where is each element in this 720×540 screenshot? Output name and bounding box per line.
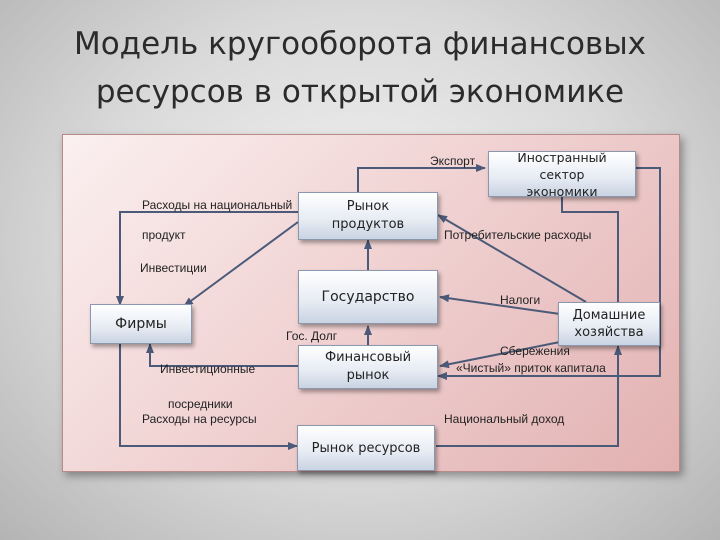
export-arrow xyxy=(357,164,486,193)
resource-spending-arrow xyxy=(119,344,298,450)
resource-market-label: Рынок ресурсов xyxy=(311,440,421,456)
national-spending-arrow xyxy=(116,211,298,306)
resource-market-box: Рынок ресурсов xyxy=(297,425,435,471)
net-capital-inflow-label: «Чистый» приток капитала xyxy=(456,361,606,375)
firms-box: Фирмы xyxy=(90,304,192,344)
public-debt-label: Гос. Долг xyxy=(286,329,338,343)
foreign-to-consumer-line xyxy=(561,196,619,305)
product-market-box: Рынок продуктов xyxy=(298,192,438,240)
investments-label: Инвестиции xyxy=(140,261,207,275)
savings-label: Сбережения xyxy=(500,344,570,358)
national-spending-label-1: Расходы на национальный xyxy=(142,198,293,212)
title-line-1: Модель кругооборота финансовых xyxy=(73,26,647,62)
national-income-arrow xyxy=(436,345,622,447)
investment-intermediaries-label-2: посредники xyxy=(168,397,233,411)
foreign-loop-line xyxy=(622,167,661,377)
households-box: Домашние хозяйства xyxy=(558,302,660,346)
export-label: Экспорт xyxy=(430,154,476,168)
investment-arrow xyxy=(183,221,299,307)
resource-spending-label: Расходы на ресурсы xyxy=(142,412,257,426)
firms-label: Фирмы xyxy=(115,316,167,332)
financial-market-label: Финансовый рынок xyxy=(324,350,412,383)
government-label: Государство xyxy=(321,289,415,305)
government-box: Государство xyxy=(298,270,438,324)
consumer-spending-label: Потребительские расходы xyxy=(444,228,592,242)
consumer-spending-arrow xyxy=(437,214,587,303)
product-market-label: Рынок продуктов xyxy=(331,199,405,232)
national-spending-label-2: продукт xyxy=(142,228,186,242)
foreign-sector-box: Иностранный сектор экономики xyxy=(488,149,636,199)
title-line-2: ресурсов в открытой экономике xyxy=(95,74,625,110)
savings-arrow xyxy=(439,339,571,369)
foreign-sector-label: Иностранный сектор экономики xyxy=(517,149,607,199)
taxes-label: Налоги xyxy=(500,293,541,307)
investment-intermediaries-label-1: Инвестиционные xyxy=(160,362,256,376)
national-income-label: Национальный доход xyxy=(444,412,565,426)
households-label: Домашние хозяйства xyxy=(572,308,646,340)
taxes-arrow xyxy=(439,294,561,315)
intermediaries-arrow xyxy=(146,343,298,367)
financial-market-box: Финансовый рынок xyxy=(298,345,438,389)
slide-title: Модель кругооборота финансовых ресурсов … xyxy=(0,20,720,116)
